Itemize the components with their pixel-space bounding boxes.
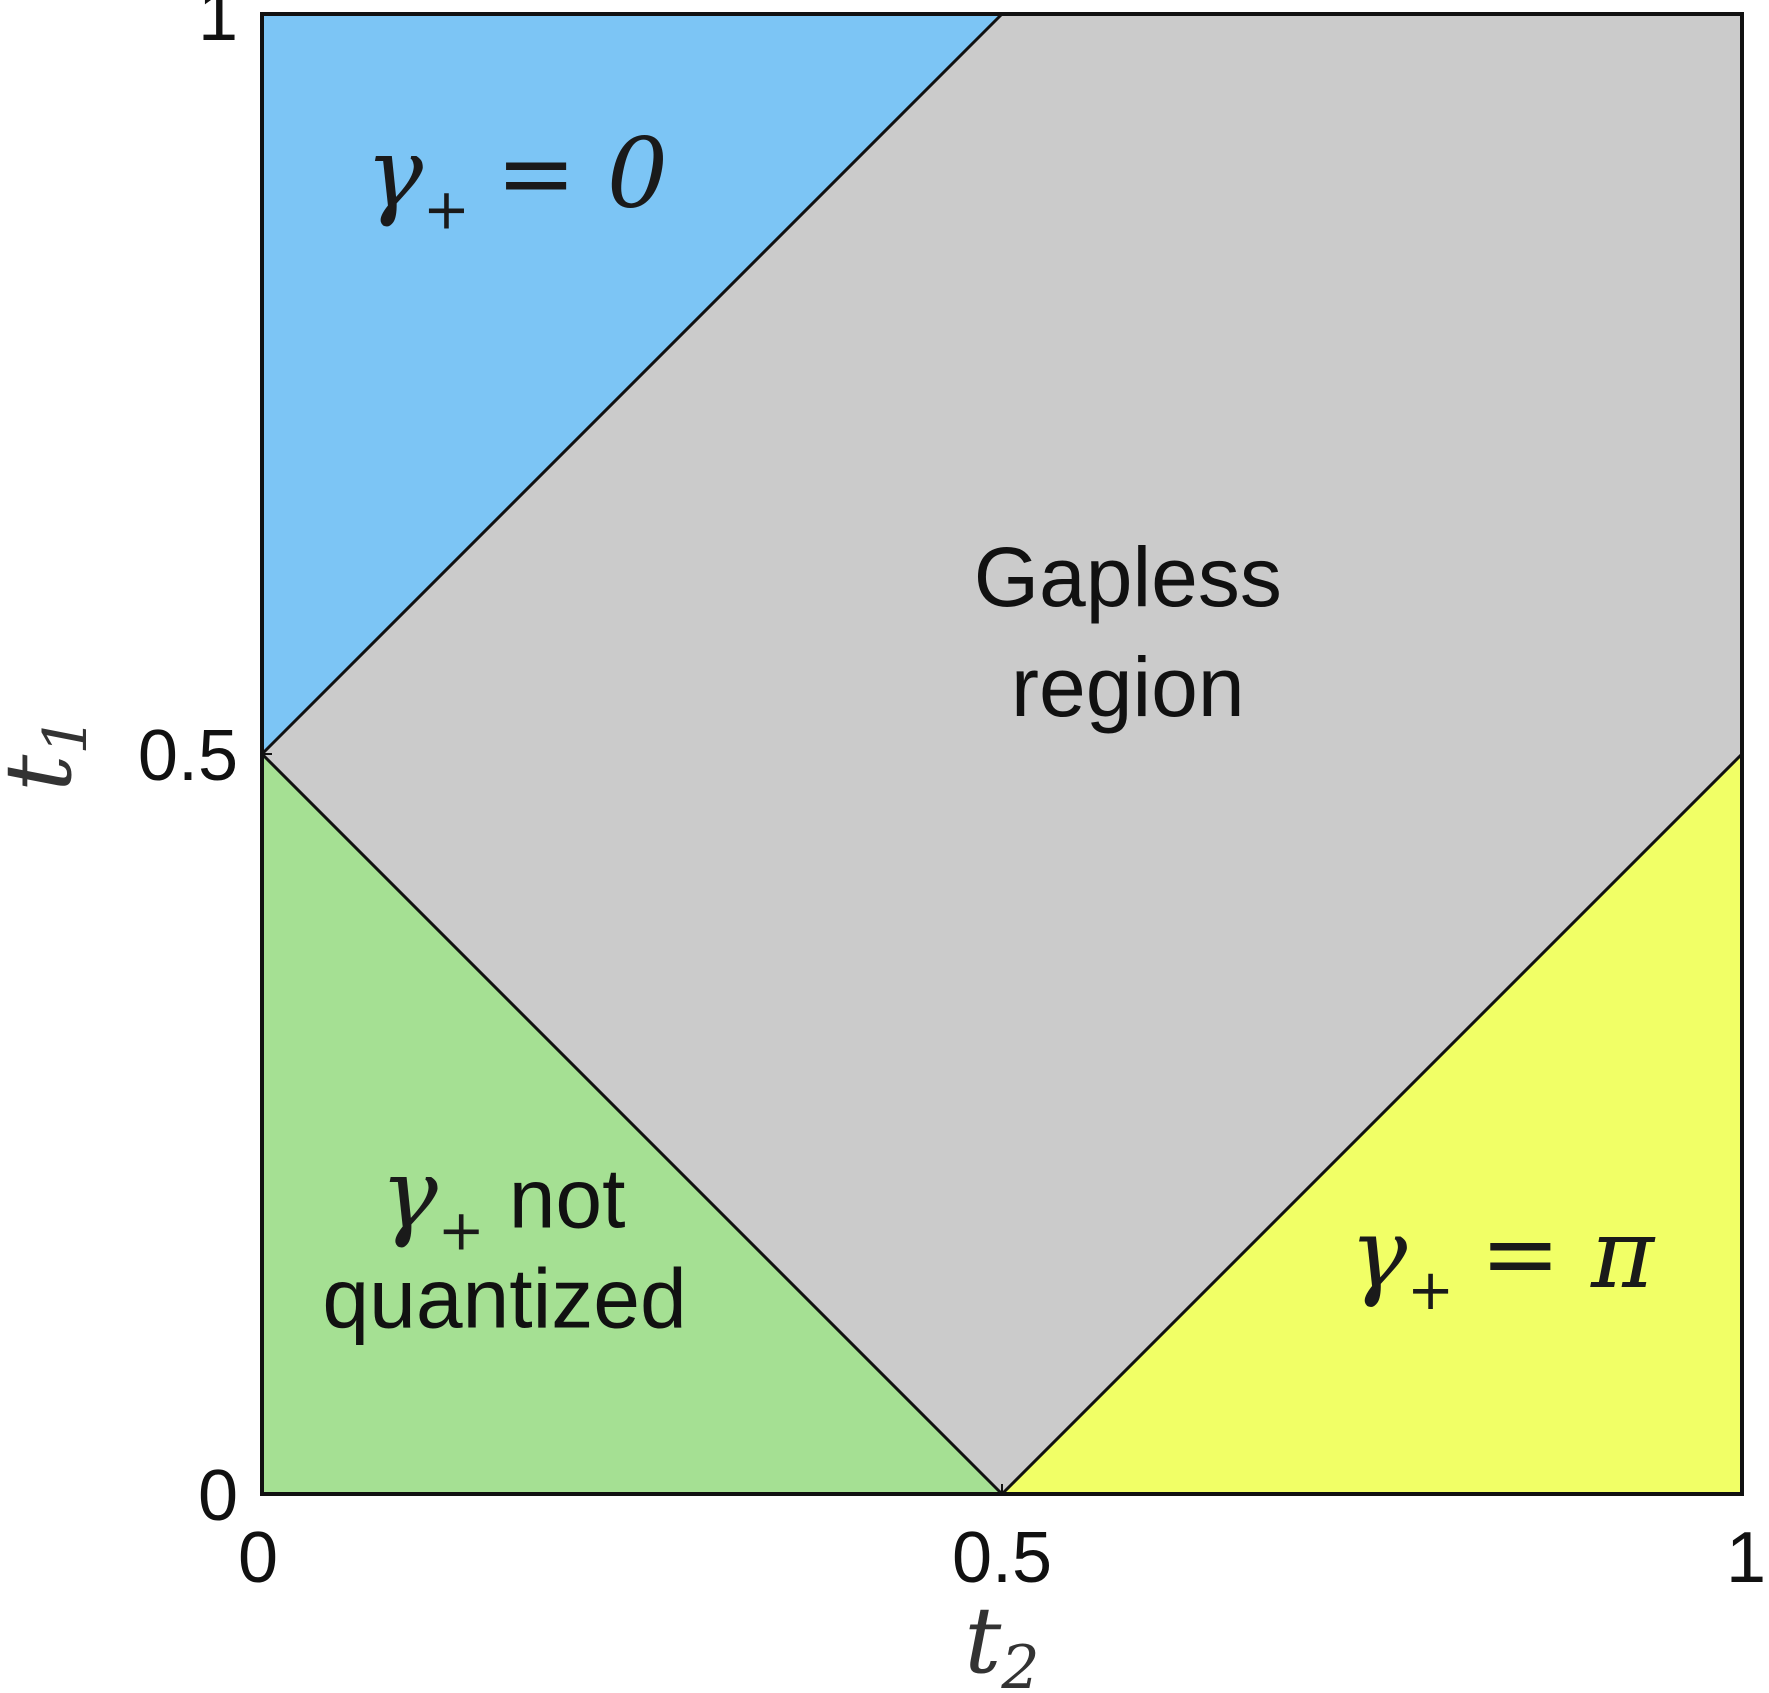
x-axis-label: t2 [964,1587,1039,1693]
phase-boundary-2 [260,752,1004,1496]
region-label-gapless-line-2: region [1011,640,1245,734]
phase-boundary-1 [260,12,1004,756]
gamma-subscript: + [423,177,470,242]
region-label-gamma-not-quantized-line-2: quantized [322,1252,686,1346]
y-axis-label-main: t [0,754,92,792]
gamma-symbol: γ [366,117,424,229]
y-tick-label: 0.5 [138,716,238,796]
y-axis-label-sub: 1 [31,716,101,754]
boundaries-layer [260,12,1744,1496]
region-label-gapless-line-1: Gapless [974,530,1282,624]
phase-boundary-3 [1000,752,1744,1496]
x-axis-label-sub: 2 [1000,1633,1039,1693]
x-tick-label: 1 [1726,1518,1766,1598]
y-axis-label: t1 [0,716,101,791]
x-tick-label: 0.5 [952,1518,1052,1598]
gamma-symbol: γ [380,1139,438,1251]
x-axis-label-main: t [964,1587,1002,1693]
region-label-gamma-not-quantized-rest: not [509,1152,626,1246]
region-label-gamma-pi-rest: = π [1480,1198,1656,1310]
y-tick-label: 0 [198,1456,238,1536]
gamma-subscript: + [1407,1258,1454,1323]
region-label-gamma-zero-rest: = 0 [496,117,668,229]
region-label-gamma-pi: γ+ = π [1350,1198,1656,1323]
region-label-gamma-not-quantized: γ+ not [380,1139,625,1264]
gamma-symbol: γ [1350,1198,1408,1310]
gamma-subscript: + [438,1199,485,1264]
region-label-gamma-zero: γ+ = 0 [366,117,668,242]
y-tick-label: 1 [198,0,238,56]
ticks-layer: 0 0.5 1 0 0.5 1 [138,0,1766,1598]
x-tick-label: 0 [238,1518,278,1598]
